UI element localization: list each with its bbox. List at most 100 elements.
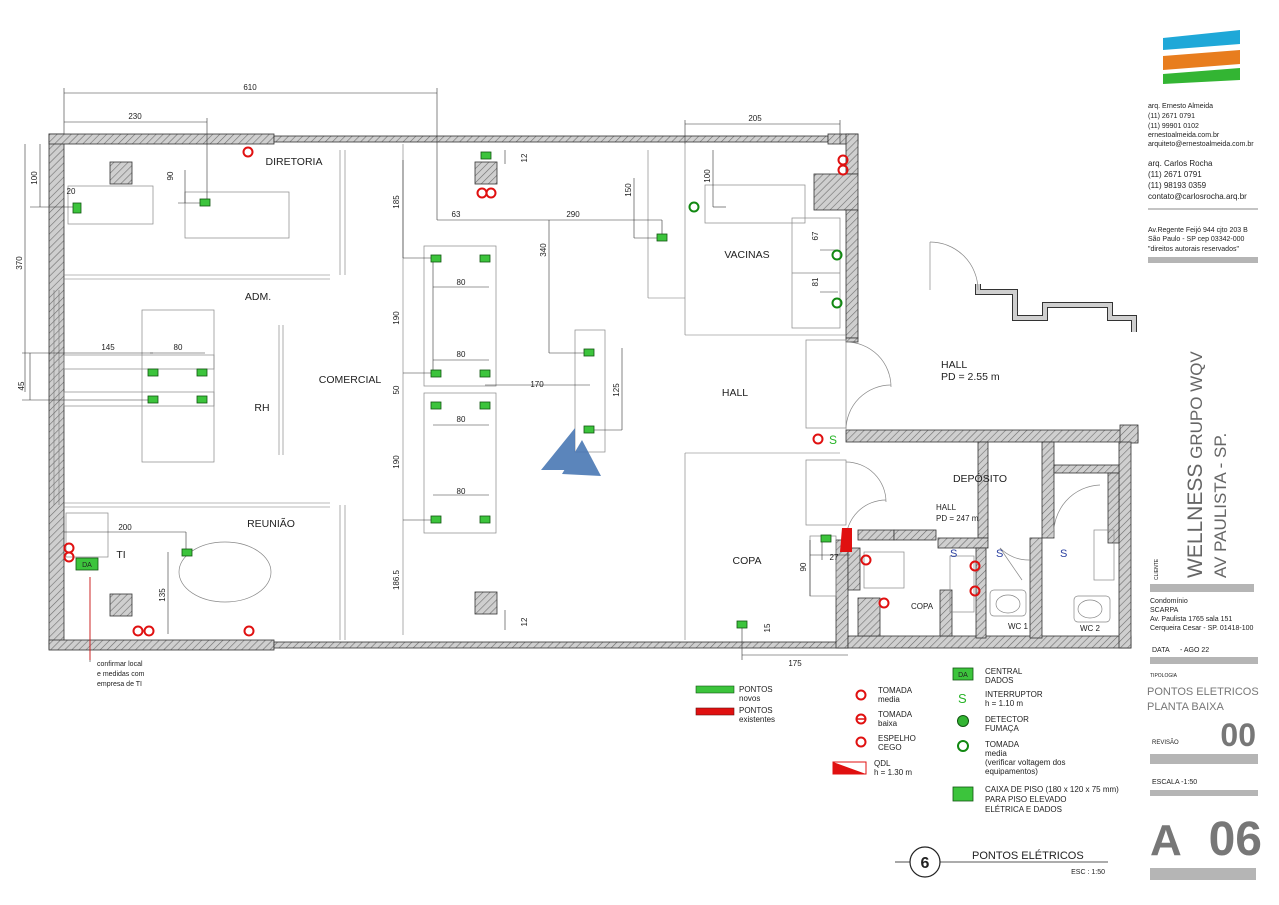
- legend-text: DADOS: [985, 676, 1013, 685]
- red-outlet-icon: [878, 597, 890, 609]
- red-outlet-icon: [243, 625, 255, 637]
- room-label-diretoria: DIRETORIA: [266, 156, 323, 168]
- furniture: [53, 161, 1115, 623]
- room-label-hall-right-pd: PD = 2.55 m: [941, 371, 1000, 383]
- dim-label: 125: [612, 383, 621, 397]
- red-outlet-icon: [143, 625, 155, 637]
- new-point: [181, 548, 193, 557]
- room-label-hall-deposito: HALL: [936, 503, 957, 512]
- sheet-title-line: PONTOS ELETRICOS: [1147, 686, 1259, 698]
- legend-tomada-green-icon: [957, 740, 969, 752]
- central-dados-box: [75, 557, 99, 571]
- legend: PONTOS novos PONTOS existentes TOMADA me…: [695, 667, 1119, 814]
- new-point: [430, 515, 442, 524]
- cliente-label: CLIENTE: [1154, 558, 1160, 580]
- condo-line: Cerqueira Cesar - SP. 01418-100: [1150, 625, 1253, 632]
- qdl-panel-icon: [840, 528, 852, 552]
- legend-text: DETECTOR: [985, 715, 1029, 724]
- condo-line: Av. Paulista 1765 sala 151: [1150, 616, 1232, 623]
- legend-existing-swatch: [695, 707, 735, 716]
- dim-label: 15: [763, 623, 772, 632]
- data-value: - AGO 22: [1180, 647, 1209, 654]
- new-point: [199, 198, 211, 207]
- dim-label: 145: [101, 343, 115, 352]
- red-outlet-icon: [132, 625, 144, 637]
- client-name-line1: WELLNESS GRUPO WQV: [1184, 351, 1207, 578]
- dim-label: 186.5: [392, 569, 401, 590]
- sheet-letter: A: [1150, 816, 1182, 865]
- room-label-hall: HALL: [722, 387, 748, 399]
- legend-text: TOMADA: [878, 686, 913, 695]
- legend-tomada-baixa-icon: [855, 713, 867, 725]
- dim-label: 205: [748, 114, 762, 123]
- architect-line: arq. Carlos Rocha: [1148, 159, 1213, 168]
- red-outlet-icon: [242, 146, 254, 158]
- escala-label: ESCALA -1:50: [1152, 779, 1197, 786]
- legend-text: (verificar voltagem dos: [985, 758, 1065, 767]
- architect-line: (11) 2671 0791: [1148, 113, 1195, 120]
- dim-label: 370: [15, 256, 24, 270]
- room-label-wc1: WC 1: [1008, 622, 1029, 631]
- new-point: [583, 348, 595, 357]
- drawing-title: PONTOS ELÉTRICOS: [972, 849, 1084, 862]
- red-outlet-icon: [969, 560, 981, 572]
- legend-text: DA: [958, 672, 968, 679]
- red-outlet-icon: [969, 585, 981, 597]
- room-label-wc2: WC 2: [1080, 624, 1101, 633]
- new-point: [479, 369, 491, 378]
- drawing-number: 6: [921, 855, 930, 872]
- tipologia-label: TIPOLOGIA: [1150, 673, 1178, 679]
- red-outlet-icon: [63, 551, 75, 563]
- room-label-vacinas: VACINAS: [724, 249, 769, 261]
- new-point: [656, 233, 668, 242]
- dim-label: 90: [166, 171, 175, 180]
- new-point: [820, 534, 832, 543]
- room-label-copa-small: COPA: [911, 602, 934, 611]
- new-point: [583, 425, 595, 434]
- legend-text: h = 1.30 m: [874, 768, 912, 777]
- architect-line: (11) 2671 0791: [1148, 170, 1202, 179]
- dim-label: 63: [452, 210, 461, 219]
- dim-label: 610: [243, 83, 257, 92]
- legend-text: FUMAÇA: [985, 724, 1019, 733]
- dim-label: 45: [17, 381, 26, 390]
- legend-text: h = 1.10 m: [985, 699, 1023, 708]
- legend-text: ELÉTRICA E DADOS: [985, 805, 1062, 814]
- legend-text: CEGO: [878, 743, 902, 752]
- green-outlet-icon: [831, 249, 843, 261]
- revisao-number: 00: [1220, 717, 1256, 753]
- new-points: [72, 151, 832, 629]
- switch-symbol: S: [950, 548, 957, 560]
- drawing-scale: ESC : 1:50: [1071, 869, 1105, 876]
- title-block: arq. Ernesto Almeida (11) 2671 0791 (11)…: [1147, 30, 1262, 880]
- legend-text: existentes: [739, 715, 775, 724]
- legend-text: TOMADA: [985, 740, 1020, 749]
- client-name-line2: AV PAULISTA - SP.: [1211, 433, 1230, 578]
- new-point: [430, 401, 442, 410]
- legend-text: QDL: [874, 759, 891, 768]
- new-point: [430, 369, 442, 378]
- dim-label: 200: [118, 523, 132, 532]
- new-point: [147, 368, 159, 377]
- ti-note-line: e medidas com: [97, 671, 145, 678]
- legend-text: media: [985, 749, 1007, 758]
- partitions: [64, 144, 1101, 640]
- room-label-ti: TI: [116, 549, 125, 561]
- dim-label: 80: [457, 350, 466, 359]
- dim-label: 50: [392, 385, 401, 394]
- green-outlet-icon: [688, 201, 700, 213]
- dim-label: 340: [539, 243, 548, 257]
- sheet-title-line: PLANTA BAIXA: [1147, 701, 1224, 713]
- legend-tomada-media-icon: [855, 689, 867, 701]
- dim-label: 100: [703, 169, 712, 183]
- dim-label: 20: [67, 187, 76, 196]
- central-dados-label: DA: [82, 562, 92, 569]
- dim-label: 150: [624, 183, 633, 197]
- ti-note-line: confirmar local: [97, 661, 143, 668]
- legend-central-dados-icon: [952, 667, 974, 681]
- legend-text: ESPELHO: [878, 734, 916, 743]
- legend-text: INTERRUPTOR: [985, 690, 1043, 699]
- dim-label: 90: [799, 562, 808, 571]
- dim-label: 67: [811, 231, 820, 240]
